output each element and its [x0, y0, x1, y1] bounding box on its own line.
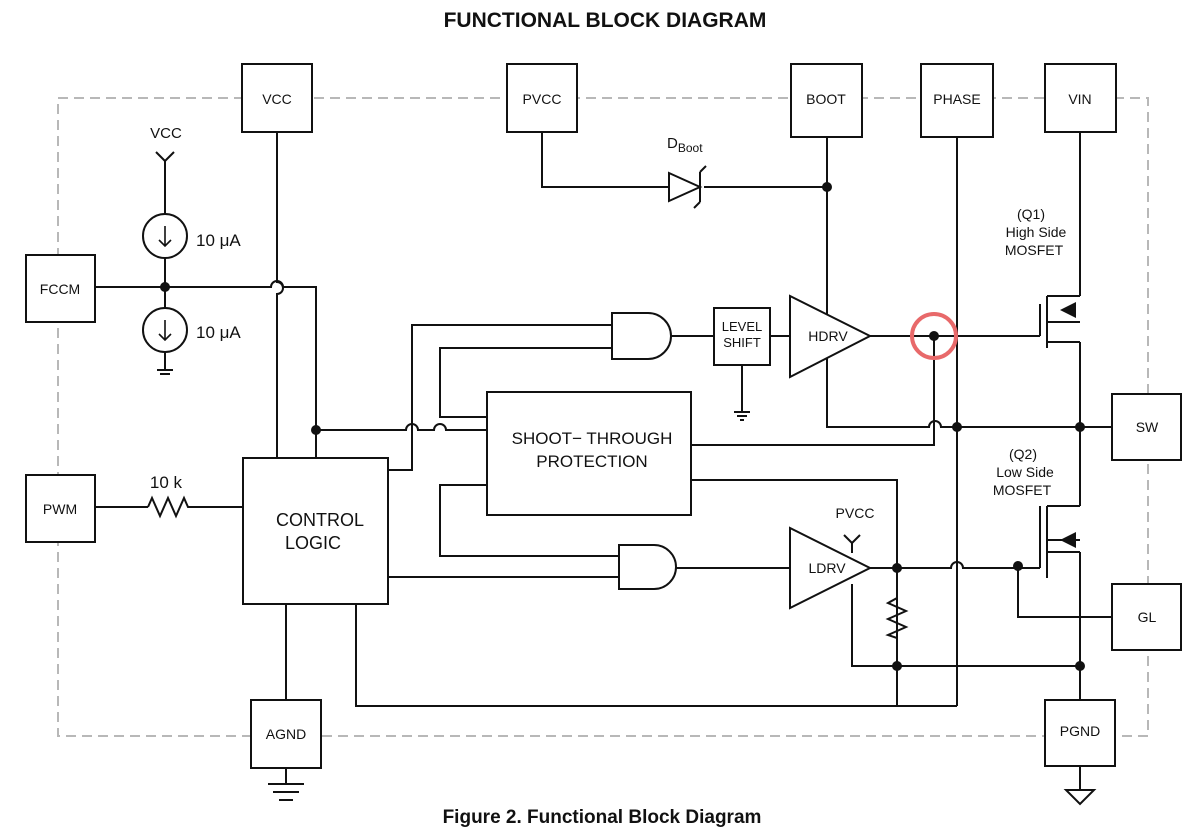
control-logic-label-1: CONTROL — [276, 510, 364, 530]
control-logic-label-2: LOGIC — [285, 533, 341, 553]
q2-label-2: Low Side — [996, 464, 1054, 480]
svg-text:AGND: AGND — [266, 726, 306, 742]
ldrv-and-gate — [618, 544, 677, 590]
ground-icon — [157, 369, 173, 375]
ground-icon — [734, 411, 750, 421]
current-source-1-label: 10 μA — [196, 231, 241, 250]
svg-text:SW: SW — [1136, 419, 1159, 435]
pin-agnd: AGND — [250, 699, 322, 769]
level-shift-label-2: SHIFT — [723, 335, 761, 350]
highlight-circle — [910, 312, 958, 360]
current-source-1 — [142, 213, 188, 259]
shoot-through-label-1: SHOOT− THROUGH — [512, 429, 673, 448]
svg-text:FCCM: FCCM — [40, 281, 80, 297]
hdrv-driver — [789, 294, 873, 379]
pin-fccm: FCCM — [25, 254, 96, 323]
pin-phase: PHASE — [920, 63, 994, 138]
control-logic-block — [242, 457, 389, 605]
ldrv-label: LDRV — [808, 560, 846, 576]
q1-label-3: MOSFET — [1005, 242, 1064, 258]
shoot-through-block — [486, 391, 692, 516]
pin-boot: BOOT — [790, 63, 863, 138]
svg-text:BOOT: BOOT — [806, 91, 846, 107]
q1-label-1: (Q1) — [1017, 206, 1045, 222]
junction-dots — [160, 182, 1085, 671]
vcc-supply-symbol — [155, 151, 175, 162]
q2-label-3: MOSFET — [993, 482, 1052, 498]
pin-sw: SW — [1111, 393, 1182, 461]
pvcc-supply-symbol — [843, 534, 861, 544]
pin-vcc: VCC — [241, 63, 313, 133]
ground-triangle-icon — [1063, 789, 1097, 806]
svg-text:PHASE: PHASE — [933, 91, 980, 107]
vcc-supply-label: VCC — [150, 125, 182, 142]
pin-vin: VIN — [1044, 63, 1117, 133]
q1-label-2: High Side — [1006, 224, 1067, 240]
ldrv-driver — [789, 526, 873, 610]
pin-gl: GL — [1111, 583, 1182, 651]
ground-icon — [268, 783, 304, 801]
level-shift-block — [713, 307, 771, 366]
current-source-2 — [142, 307, 188, 353]
svg-text:VIN: VIN — [1068, 91, 1091, 107]
diagram-title: FUNCTIONAL BLOCK DIAGRAM — [444, 9, 767, 32]
q1-mosfet-symbol — [1039, 295, 1080, 348]
dboot-label: DBoot — [667, 135, 703, 155]
svg-text:PWM: PWM — [43, 501, 77, 517]
svg-text:PVCC: PVCC — [523, 91, 562, 107]
svg-text:PGND: PGND — [1060, 723, 1100, 739]
pin-pvcc: PVCC — [506, 63, 578, 133]
hdrv-and-gate — [611, 312, 672, 360]
q2-mosfet-symbol — [1039, 505, 1080, 578]
level-shift-label-1: LEVEL — [722, 319, 762, 334]
pin-pgnd: PGND — [1044, 699, 1116, 767]
resistor-label: 10 k — [150, 473, 183, 492]
svg-text:VCC: VCC — [262, 91, 292, 107]
pin-pwm: PWM — [25, 474, 96, 543]
figure-caption: Figure 2. Functional Block Diagram — [443, 807, 762, 828]
q2-label-1: (Q2) — [1009, 446, 1037, 462]
current-source-2-label: 10 μA — [196, 323, 241, 342]
hdrv-label: HDRV — [808, 328, 848, 344]
shoot-through-label-2: PROTECTION — [536, 452, 647, 471]
pvcc-supply-label: PVCC — [836, 505, 875, 521]
svg-text:GL: GL — [1138, 609, 1157, 625]
dboot-diode-symbol — [668, 165, 707, 209]
